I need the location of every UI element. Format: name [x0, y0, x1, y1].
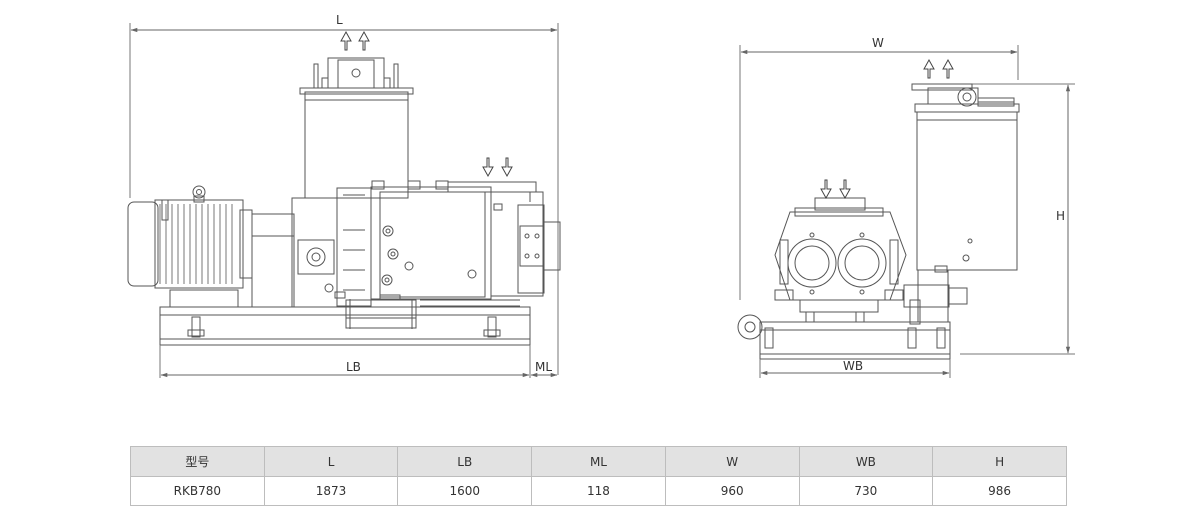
front-inlet-down-arrow-icon: [820, 179, 851, 200]
inlet-down-arrow-icon: [482, 157, 513, 178]
cell-lb: 1600: [397, 476, 533, 506]
exhaust-up-arrow-icon: [340, 30, 370, 51]
cell-wb: 730: [798, 476, 934, 506]
dimension-w: [739, 45, 1019, 300]
header-model: 型号: [130, 446, 265, 477]
base-frame: [159, 306, 531, 340]
pump-body: [345, 180, 561, 329]
pump-dimension-drawing: L LB ML: [127, 13, 1075, 378]
front-view: [737, 45, 1075, 378]
front-exhaust-up-arrow-icon: [923, 58, 954, 79]
gearbox: [291, 187, 372, 308]
header-lb: LB: [397, 446, 533, 477]
label-h: H: [1056, 209, 1065, 223]
header-l: L: [263, 446, 399, 477]
label-w: W: [872, 36, 884, 50]
dimension-l: [129, 23, 559, 375]
spec-table: 型号 L LB ML W WB H RKB780 1873 1600 118 9…: [130, 446, 1067, 506]
front-tank: [911, 83, 1020, 273]
motor: [127, 185, 253, 308]
dimension-h: [960, 83, 1075, 355]
header-h: H: [932, 446, 1067, 477]
cell-w: 960: [664, 476, 800, 506]
label-ml: ML: [535, 360, 552, 374]
pump-casing: [774, 197, 907, 313]
front-base: [759, 321, 951, 355]
label-l: L: [336, 13, 343, 27]
vertical-tank: [299, 57, 414, 199]
label-lb: LB: [346, 360, 361, 374]
dimension-wb: [759, 359, 951, 378]
coupling: [251, 213, 295, 308]
side-pipe: [903, 269, 968, 325]
dimension-lb: [159, 345, 531, 378]
cell-model: RKB780: [130, 476, 265, 506]
cell-ml: 118: [531, 476, 666, 506]
header-ml: ML: [531, 446, 666, 477]
table-row: RKB780 1873 1600 118 960 730 986: [130, 476, 1067, 506]
side-view: [127, 23, 561, 378]
header-wb: WB: [798, 446, 934, 477]
cell-l: 1873: [263, 476, 399, 506]
cell-h: 986: [932, 476, 1067, 506]
spec-table-header-row: 型号 L LB ML W WB H: [130, 446, 1067, 477]
label-wb: WB: [843, 359, 863, 373]
header-w: W: [664, 446, 800, 477]
pulley: [737, 314, 763, 340]
